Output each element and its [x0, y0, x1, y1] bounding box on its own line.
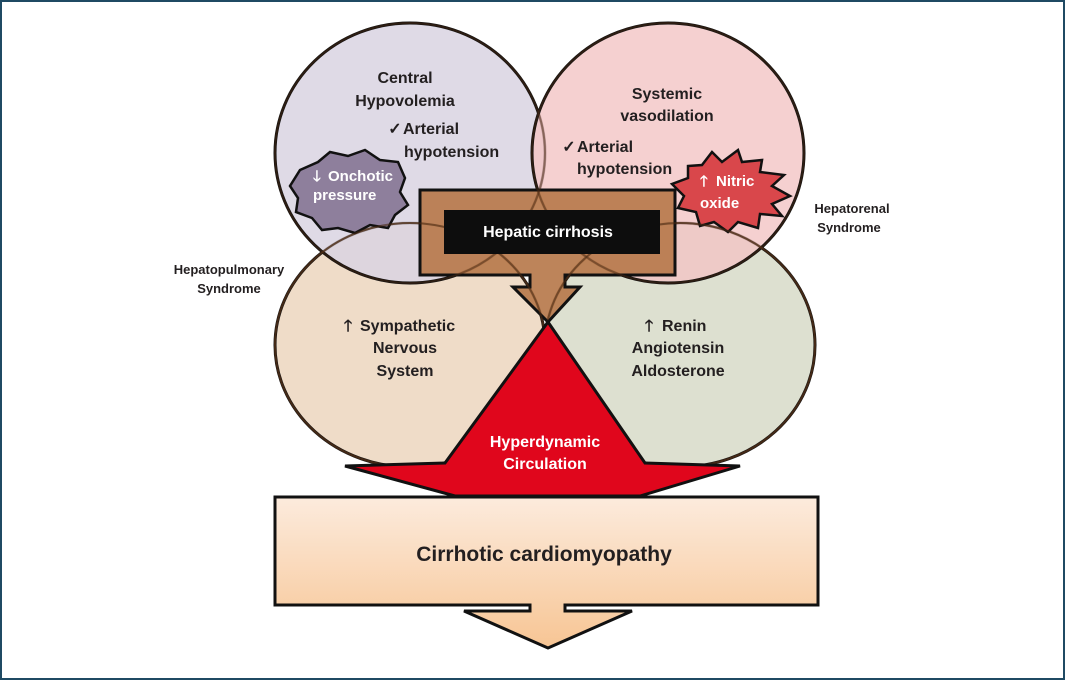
arterial-hypotension-right-line-2: hypotension	[577, 161, 672, 178]
check-icon: ✓	[388, 121, 401, 138]
raas-line-2: Angiotensin	[632, 340, 724, 357]
sympathetic-line-2: Nervous	[373, 340, 437, 357]
systemic-vasodilation-line-2: vasodilation	[620, 108, 713, 125]
arterial-hypotension-left-line-1: Arterial	[403, 121, 459, 138]
onchotic-line-2: pressure	[313, 187, 376, 204]
sympathetic-line-3: System	[377, 363, 434, 380]
raas-line-1: Renin	[662, 318, 706, 335]
central-hypovolemia-line-2: Hypovolemia	[355, 93, 455, 110]
arrow-up-icon: 🡑	[645, 318, 653, 335]
hepatorenal-line-2: Syndrome	[817, 220, 881, 235]
arrow-up-icon: 🡑	[700, 173, 708, 190]
nitric-oxide-badge	[669, 147, 793, 234]
check-icon: ✓	[562, 139, 575, 156]
arrow-down-icon: 🡓	[313, 168, 321, 185]
hyperdynamic-line-2: Circulation	[503, 456, 587, 473]
arterial-hypotension-left-line-2: hypotension	[404, 144, 499, 161]
systemic-vasodilation-line-1: Systemic	[632, 86, 702, 103]
overlap-outline	[531, 22, 805, 284]
hepatopulmonary-line-1: Hepatopulmonary	[174, 262, 285, 277]
sympathetic-line-1: Sympathetic	[360, 318, 455, 335]
arrow-up-icon: 🡑	[344, 318, 352, 335]
hepatic-cirrhosis-box	[444, 210, 660, 254]
hepatic-cirrhosis-label: Hepatic cirrhosis	[483, 224, 613, 241]
raas-line-3: Aldosterone	[631, 363, 724, 380]
cirrhotic-cardiomyopathy-arrow	[273, 495, 820, 650]
onchotic-line-1: Onchotic	[328, 168, 393, 185]
overlap-outline	[274, 22, 546, 284]
arterial-hypotension-right-line-1: Arterial	[577, 139, 633, 156]
hepatopulmonary-line-2: Syndrome	[197, 281, 261, 296]
cirrhotic-cardiomyopathy-label: Cirrhotic cardiomyopathy	[416, 543, 672, 566]
nitric-line-2: oxide	[700, 195, 739, 212]
hyperdynamic-line-1: Hyperdynamic	[490, 434, 600, 451]
hepatorenal-line-1: Hepatorenal	[814, 201, 889, 216]
onchotic-pressure-badge	[288, 148, 410, 235]
nitric-line-1: Nitric	[716, 173, 754, 190]
central-hypovolemia-line-1: Central	[377, 70, 432, 87]
